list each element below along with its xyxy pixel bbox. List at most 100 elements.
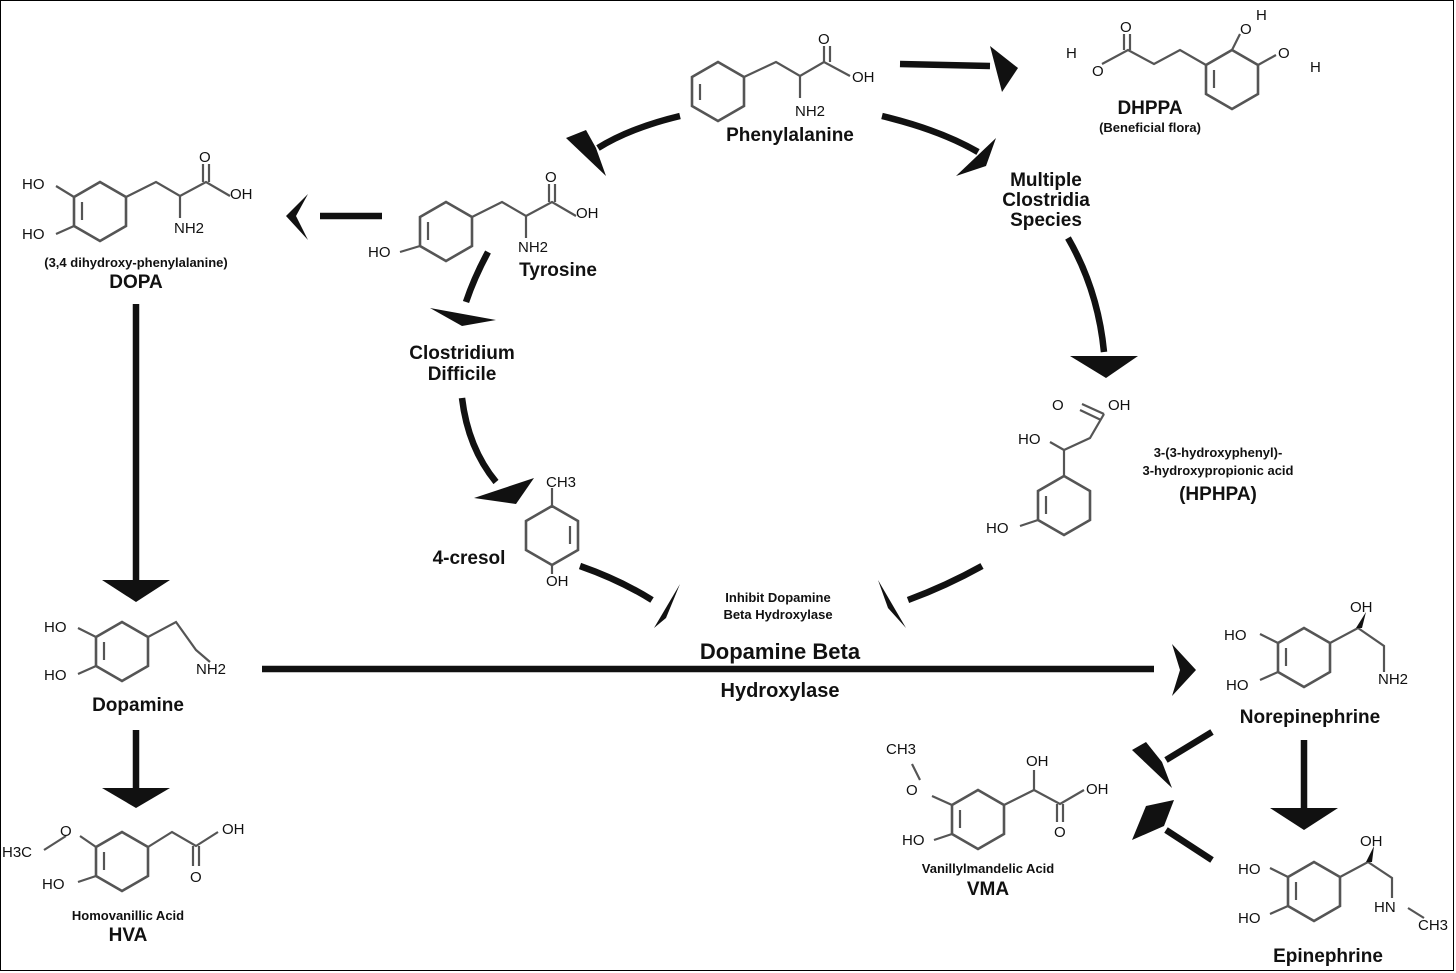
tyrosine-o: O xyxy=(545,169,557,186)
epinephrine-label: Epinephrine xyxy=(1273,946,1383,967)
phenylalanine-label: Phenylalanine xyxy=(726,125,854,146)
epinephrine-hn: HN xyxy=(1374,899,1396,916)
dhppa-structure: O H O O H O H DHPPA (Beneficial flora) xyxy=(1066,7,1321,135)
inhibit-line-2: Beta Hydroxylase xyxy=(723,607,832,622)
dopa-label: DOPA xyxy=(109,272,163,293)
clostridia-label: Multiple Clostridia Species xyxy=(1002,170,1090,231)
dhppa-h3: H xyxy=(1310,59,1321,76)
hva-oh: OH xyxy=(222,821,245,838)
vma-structure: CH3 O HO OH OH O Vanillylmandelic Acid V… xyxy=(886,741,1109,900)
cresol-ch3: CH3 xyxy=(546,474,576,491)
arrow-dopamine-to-norepinephrine xyxy=(262,644,1196,696)
dopamine-ho1: HO xyxy=(44,619,67,636)
dopamine-nh2: NH2 xyxy=(196,661,226,678)
arrow-dopamine-to-hva xyxy=(102,730,170,808)
phenylalanine-structure: O OH NH2 Phenylalanine xyxy=(690,31,875,146)
dhppa-h1: H xyxy=(1066,45,1077,62)
cdiff-line-1: Clostridium xyxy=(409,343,515,364)
dopa-ho2: HO xyxy=(22,226,45,243)
clostridia-line-1: Multiple xyxy=(1010,170,1082,191)
hva-ho: HO xyxy=(42,876,65,893)
norepinephrine-nh2: NH2 xyxy=(1378,671,1408,688)
vma-o2: O xyxy=(1054,824,1066,841)
epinephrine-ho1: HO xyxy=(1238,861,1261,878)
vma-oh2: OH xyxy=(1086,781,1109,798)
enzyme-name-1: Dopamine Beta xyxy=(700,639,861,664)
tyrosine-label: Tyrosine xyxy=(519,260,597,281)
arrow-tyrosine-to-dopa xyxy=(286,194,382,240)
tyrosine-oh: OH xyxy=(576,205,599,222)
dopa-full-name: (3,4 dihydroxy-phenylalanine) xyxy=(44,255,228,270)
tyrosine-ho: HO xyxy=(368,244,391,261)
inhibit-line-1: Inhibit Dopamine xyxy=(725,590,830,605)
epinephrine-ho2: HO xyxy=(1238,910,1261,927)
hva-full-name: Homovanillic Acid xyxy=(72,908,184,923)
hphpa-full-name-2: 3-hydroxypropionic acid xyxy=(1143,463,1294,478)
tyrosine-nh2: NH2 xyxy=(518,239,548,256)
dopa-ho1: HO xyxy=(22,176,45,193)
arrow-hphpa-to-inhibit xyxy=(878,563,984,628)
norepinephrine-oh: OH xyxy=(1350,599,1373,616)
tyrosine-structure: HO O OH NH2 Tyrosine xyxy=(368,169,599,281)
arrow-dopa-to-dopamine xyxy=(102,304,170,602)
cdiff-line-2: Difficile xyxy=(428,364,497,385)
vma-o: O xyxy=(906,782,918,799)
arrow-tyrosine-to-cdiff xyxy=(430,250,496,326)
arrow-norepinephrine-to-vma xyxy=(1132,729,1214,788)
hva-label: HVA xyxy=(109,925,148,946)
hphpa-structure: O OH HO HO 3-(3-hydroxyphenyl)- 3-hydrox… xyxy=(986,397,1294,537)
cdiff-label: Clostridium Difficile xyxy=(409,343,515,385)
hva-o2: O xyxy=(190,869,202,886)
arrow-phe-to-clostridia xyxy=(881,112,996,176)
dopamine-structure: HO HO NH2 Dopamine xyxy=(44,619,226,716)
hphpa-oh: OH xyxy=(1108,397,1131,414)
vma-oh1: OH xyxy=(1026,753,1049,770)
norepinephrine-ho2: HO xyxy=(1226,677,1249,694)
enzyme-name-2: Hydroxylase xyxy=(721,680,840,702)
vma-ho: HO xyxy=(902,832,925,849)
arrow-phe-to-tyrosine xyxy=(566,112,681,176)
vma-ch3: CH3 xyxy=(886,741,916,758)
norepinephrine-ho1: HO xyxy=(1224,627,1247,644)
arrow-cresol-to-inhibit xyxy=(578,562,680,628)
phenylalanine-nh2: NH2 xyxy=(795,103,825,120)
arrow-epinephrine-to-vma xyxy=(1132,800,1214,863)
hphpa-o: O xyxy=(1052,397,1064,414)
arrow-clostridia-to-hphpa xyxy=(1065,236,1138,378)
epinephrine-ch3: CH3 xyxy=(1418,917,1448,934)
arrow-cdiff-to-cresol xyxy=(458,397,534,504)
norepinephrine-structure: HO HO OH NH2 Norepinephrine xyxy=(1224,599,1408,728)
dopamine-ho2: HO xyxy=(44,667,67,684)
hphpa-ho2: HO xyxy=(986,520,1009,537)
arrow-norepinephrine-to-epinephrine xyxy=(1270,740,1338,830)
dopamine-label: Dopamine xyxy=(92,695,184,716)
clostridia-line-3: Species xyxy=(1010,210,1082,231)
dhppa-o1: O xyxy=(1092,63,1104,80)
hva-structure: H3C O HO OH O Homovanillic Acid HVA xyxy=(2,821,245,946)
dhppa-note: (Beneficial flora) xyxy=(1099,120,1201,135)
enzyme-labels: Inhibit Dopamine Beta Hydroxylase Dopami… xyxy=(700,590,861,702)
dhppa-carbonyl-o: O xyxy=(1120,19,1132,36)
hva-h3c: H3C xyxy=(2,844,32,861)
clostridia-line-2: Clostridia xyxy=(1002,190,1090,211)
dhppa-label: DHPPA xyxy=(1117,98,1182,119)
vma-label: VMA xyxy=(967,879,1010,900)
arrow-phe-to-dhppa xyxy=(899,46,1018,92)
dopa-nh2: NH2 xyxy=(174,220,204,237)
hphpa-full-name-1: 3-(3-hydroxyphenyl)- xyxy=(1154,445,1283,460)
dhppa-o3: O xyxy=(1278,45,1290,62)
dopa-o: O xyxy=(199,149,211,166)
epinephrine-structure: HO HO OH HN CH3 Epinephrine xyxy=(1238,833,1448,967)
hphpa-ho1: HO xyxy=(1018,431,1041,448)
dopa-oh: OH xyxy=(230,186,253,203)
phenylalanine-o: O xyxy=(818,31,830,48)
norepinephrine-label: Norepinephrine xyxy=(1240,707,1380,728)
vma-full-name: Vanillylmandelic Acid xyxy=(922,861,1055,876)
hva-o: O xyxy=(60,823,72,840)
dhppa-h2: H xyxy=(1256,7,1267,24)
dopa-structure: HO HO O OH NH2 (3,4 dihydroxy-phenylalan… xyxy=(22,149,253,293)
cresol-oh: OH xyxy=(546,573,569,590)
cresol-label: 4-cresol xyxy=(433,548,506,569)
